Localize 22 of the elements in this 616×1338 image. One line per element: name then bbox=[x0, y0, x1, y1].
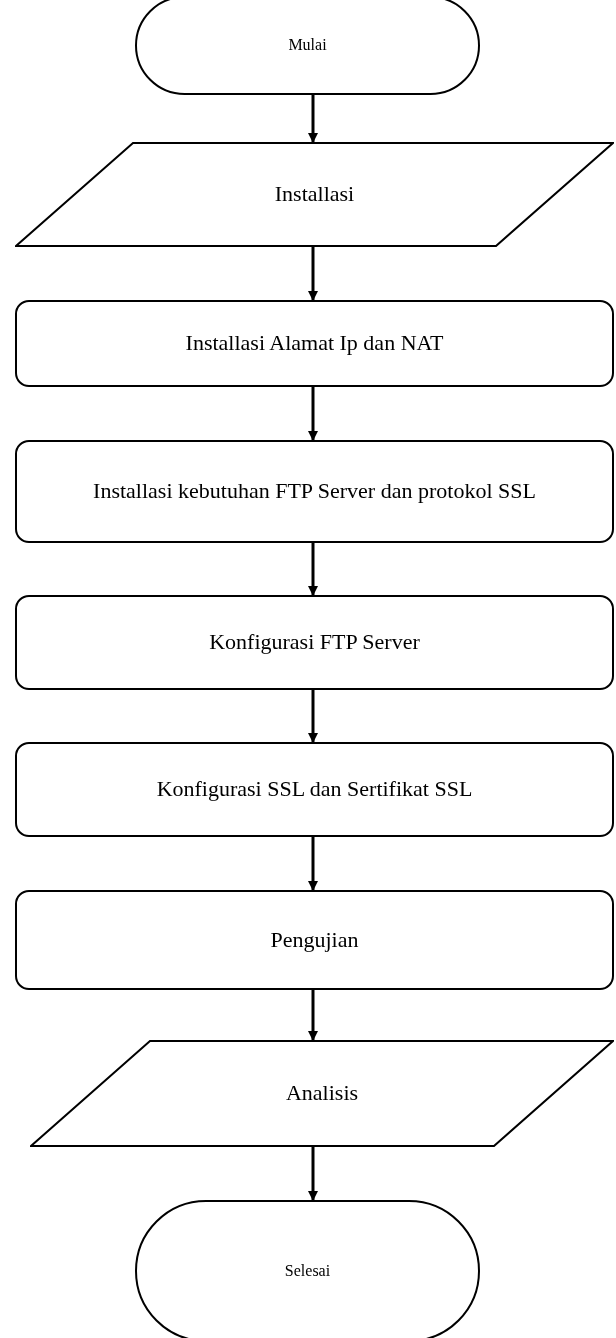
process-box bbox=[15, 595, 614, 690]
step-label: Installasi kebutuhan FTP Server dan protokol SSL bbox=[92, 477, 537, 506]
process-box bbox=[15, 742, 614, 837]
step-label: Konfigurasi SSL dan Sertifikat SSL bbox=[155, 775, 474, 804]
step-label: Konfigurasi FTP Server bbox=[208, 628, 421, 657]
step-label: Selesai bbox=[283, 1260, 332, 1281]
process-box bbox=[15, 890, 614, 990]
step-label: Installasi bbox=[273, 180, 356, 209]
process-box bbox=[15, 300, 614, 387]
step-label: Installasi Alamat Ip dan NAT bbox=[184, 329, 445, 358]
step-label: Analisis bbox=[284, 1079, 360, 1108]
arrow bbox=[308, 690, 318, 743]
arrow bbox=[308, 1147, 318, 1201]
step-label: Pengujian bbox=[269, 925, 360, 954]
arrow bbox=[308, 387, 318, 441]
process-box bbox=[15, 440, 614, 543]
arrow bbox=[308, 543, 318, 596]
arrow bbox=[308, 837, 318, 891]
arrow bbox=[308, 247, 318, 301]
step-label: Mulai bbox=[287, 35, 328, 56]
arrow bbox=[308, 990, 318, 1041]
arrow bbox=[308, 95, 318, 143]
